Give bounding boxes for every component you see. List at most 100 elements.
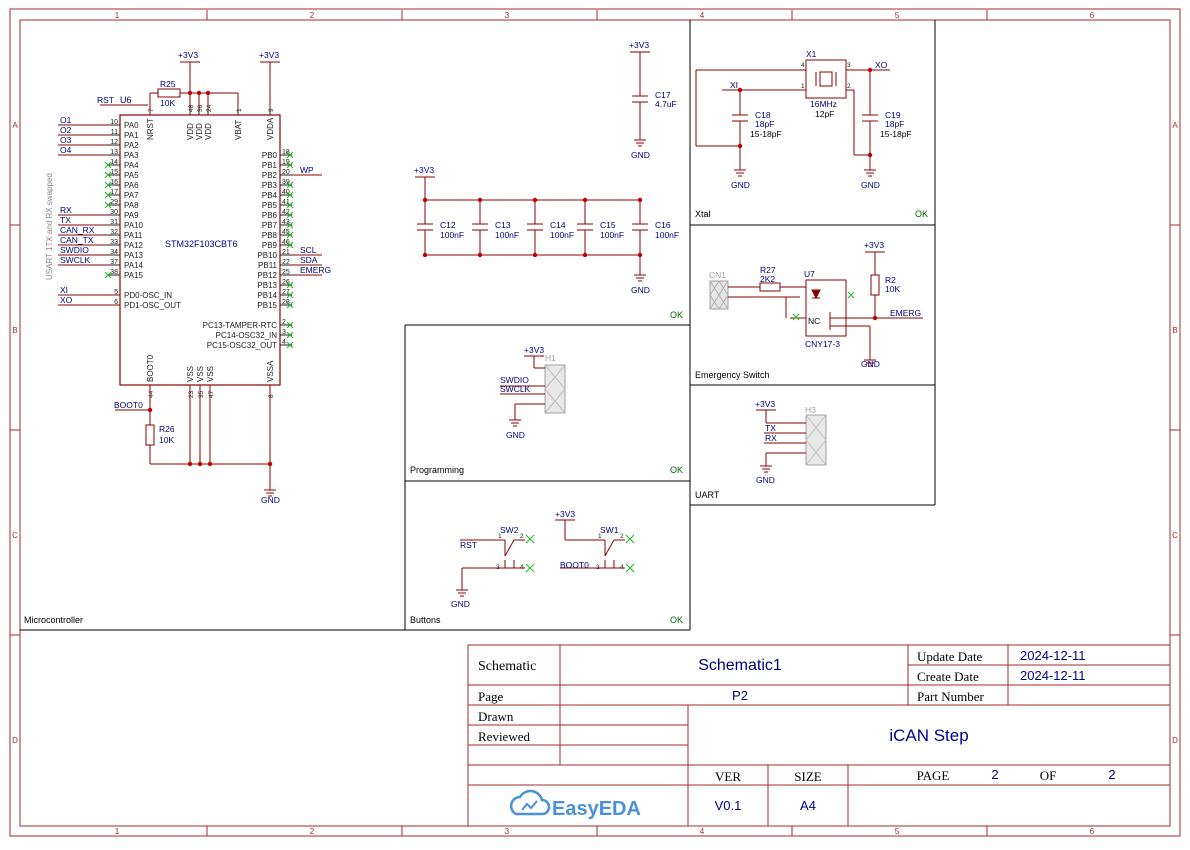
r26-resistor[interactable] [115, 385, 276, 497]
junction [422, 197, 428, 203]
mcu-pin-number: 1 [236, 108, 243, 112]
mcu-pin-name[interactable]: PA10 [124, 221, 144, 230]
mcu-pin-name[interactable]: VBAT [234, 120, 243, 140]
mcu-pin-name[interactable]: PA4 [124, 161, 139, 170]
h3-header[interactable] [756, 409, 827, 473]
mcu-pin-name[interactable]: VDD [204, 123, 213, 140]
mcu-pin-name[interactable]: PB5 [262, 201, 278, 210]
capacitor-ref: C14 [550, 220, 566, 230]
sw1-net-label: BOOT0 [560, 560, 589, 570]
mcu-pin-name[interactable]: VDD [186, 123, 195, 140]
mcu-pin-name[interactable]: PA5 [124, 171, 139, 180]
title-block [467, 644, 1171, 827]
net-label: CAN_RX [60, 225, 95, 235]
mcu-pin-number: 21 [282, 249, 290, 256]
mcu-pin-name[interactable]: PC15-OSC32_OUT [207, 341, 277, 350]
mcu-pin-name[interactable]: PA2 [124, 141, 139, 150]
row-label-right: C [1172, 531, 1178, 540]
mcu-pin-name[interactable]: PC13-TAMPER-RTC [203, 321, 278, 330]
mcu-pin-name[interactable]: PA14 [124, 261, 144, 270]
column-label-bottom: 2 [310, 827, 315, 836]
usart-swap-note: USART 1TX and RX swapped [45, 173, 54, 280]
mcu-pin-name[interactable]: VSS [186, 366, 195, 382]
mcu-pin-name[interactable]: PA9 [124, 211, 139, 220]
mcu-pin-name[interactable]: VSSA [266, 360, 275, 382]
junction [867, 67, 873, 73]
c17-capacitor[interactable] [630, 51, 650, 147]
row-label-right: A [1172, 121, 1178, 130]
r25-resistor[interactable] [100, 88, 181, 115]
h1-ref: H1 [545, 353, 556, 363]
decoupling-capacitor[interactable] [417, 200, 433, 255]
mcu-pin-name[interactable]: PB9 [262, 241, 278, 250]
mcu-pin-number: 36 [197, 104, 204, 112]
mcu-pin-name[interactable]: PB4 [262, 191, 278, 200]
h1-header[interactable] [500, 355, 566, 427]
decoupling-capacitor[interactable] [577, 200, 593, 255]
junction [205, 90, 211, 96]
mcu-pin-name[interactable]: PB2 [262, 171, 278, 180]
sw1-switch[interactable] [555, 519, 625, 569]
decoupling-capacitor[interactable] [527, 200, 543, 255]
mcu-pin-name[interactable]: PA0 [124, 121, 139, 130]
cn1-connector[interactable] [709, 280, 800, 310]
net-label: RX [60, 205, 72, 215]
mcu-pin-name[interactable]: PD0-OSC_IN [124, 291, 172, 300]
mcu-pin-name[interactable]: PB8 [262, 231, 278, 240]
mcu-pin-name[interactable]: PB15 [257, 301, 277, 310]
mcu-pin-name[interactable]: PA7 [124, 191, 139, 200]
x1-crystal[interactable] [695, 59, 890, 177]
mcu-pin-number: 37 [110, 259, 118, 266]
mcu-pin-name[interactable]: VDDA [266, 117, 275, 140]
mcu-pin-name[interactable]: PD1-OSC_OUT [124, 301, 181, 310]
mcu-pin-name[interactable]: PB12 [257, 271, 277, 280]
mcu-pin-name[interactable]: PA8 [124, 201, 139, 210]
r27-resistor[interactable] [759, 282, 806, 292]
mcu-pin-name[interactable]: BOOT0 [146, 354, 155, 382]
net-label: CAN_TX [60, 235, 94, 245]
mcu-pin-name[interactable]: VDD [195, 123, 204, 140]
mcu-pin-name[interactable]: PB14 [257, 291, 277, 300]
mcu-pin-name[interactable]: VSS [196, 366, 205, 382]
mcu-pin-name[interactable]: PB6 [262, 211, 278, 220]
vdda-power-label: +3V3 [259, 50, 279, 60]
mcu-pin-name[interactable]: PB7 [262, 221, 278, 230]
c17-gnd-label: GND [631, 150, 650, 160]
mcu-pin-name[interactable]: VSS [206, 366, 215, 382]
junction [737, 87, 743, 93]
mcu-pin-name[interactable]: PB1 [262, 161, 278, 170]
mcu-pin-name[interactable]: PC14-OSC32_IN [216, 331, 278, 340]
mcu-pin-name[interactable]: PB10 [257, 251, 277, 260]
programming-net-swclk: SWCLK [500, 384, 531, 394]
no-connect-mark [286, 291, 294, 299]
no-connect-mark [104, 181, 112, 189]
mcu-pin-number: 10 [110, 119, 118, 126]
boot0-net-label: BOOT0 [114, 400, 143, 410]
decoupling-capacitor[interactable] [472, 200, 488, 255]
mcu-pin-name[interactable]: PB13 [257, 281, 277, 290]
mcu-pin-name[interactable]: PB0 [262, 151, 278, 160]
buttons-ok: OK [670, 615, 683, 625]
mcu-pin-name[interactable]: PA1 [124, 131, 139, 140]
mcu-pin-name[interactable]: PA6 [124, 181, 139, 190]
mcu-pin-name[interactable]: PA3 [124, 151, 139, 160]
mcu-pin-number: 29 [110, 199, 118, 206]
cn1-ref: CN1 [709, 270, 726, 280]
mcu-pin-number: 43 [282, 219, 290, 226]
mcu-pin-name[interactable]: PA13 [124, 251, 144, 260]
column-label-top: 5 [895, 11, 900, 20]
decoupling-capacitor[interactable] [632, 200, 648, 255]
mcu-pin-name[interactable]: PA15 [124, 271, 144, 280]
mcu-pin-name[interactable]: NRST [146, 118, 155, 140]
mcu-pin-name[interactable]: PB11 [258, 261, 278, 270]
x1-pin-3: 3 [847, 62, 851, 69]
net-label: SDA [300, 255, 318, 265]
project-title: iCAN Step [889, 726, 968, 745]
mcu-pin-name[interactable]: PA11 [124, 231, 143, 240]
mcu-pin-name[interactable]: PB3 [262, 181, 278, 190]
sw2-switch[interactable] [456, 539, 525, 597]
xtal-gnd-left: GND [731, 180, 750, 190]
mcu-pin-name[interactable]: PA12 [124, 241, 144, 250]
u7-optocoupler[interactable] [785, 251, 923, 367]
